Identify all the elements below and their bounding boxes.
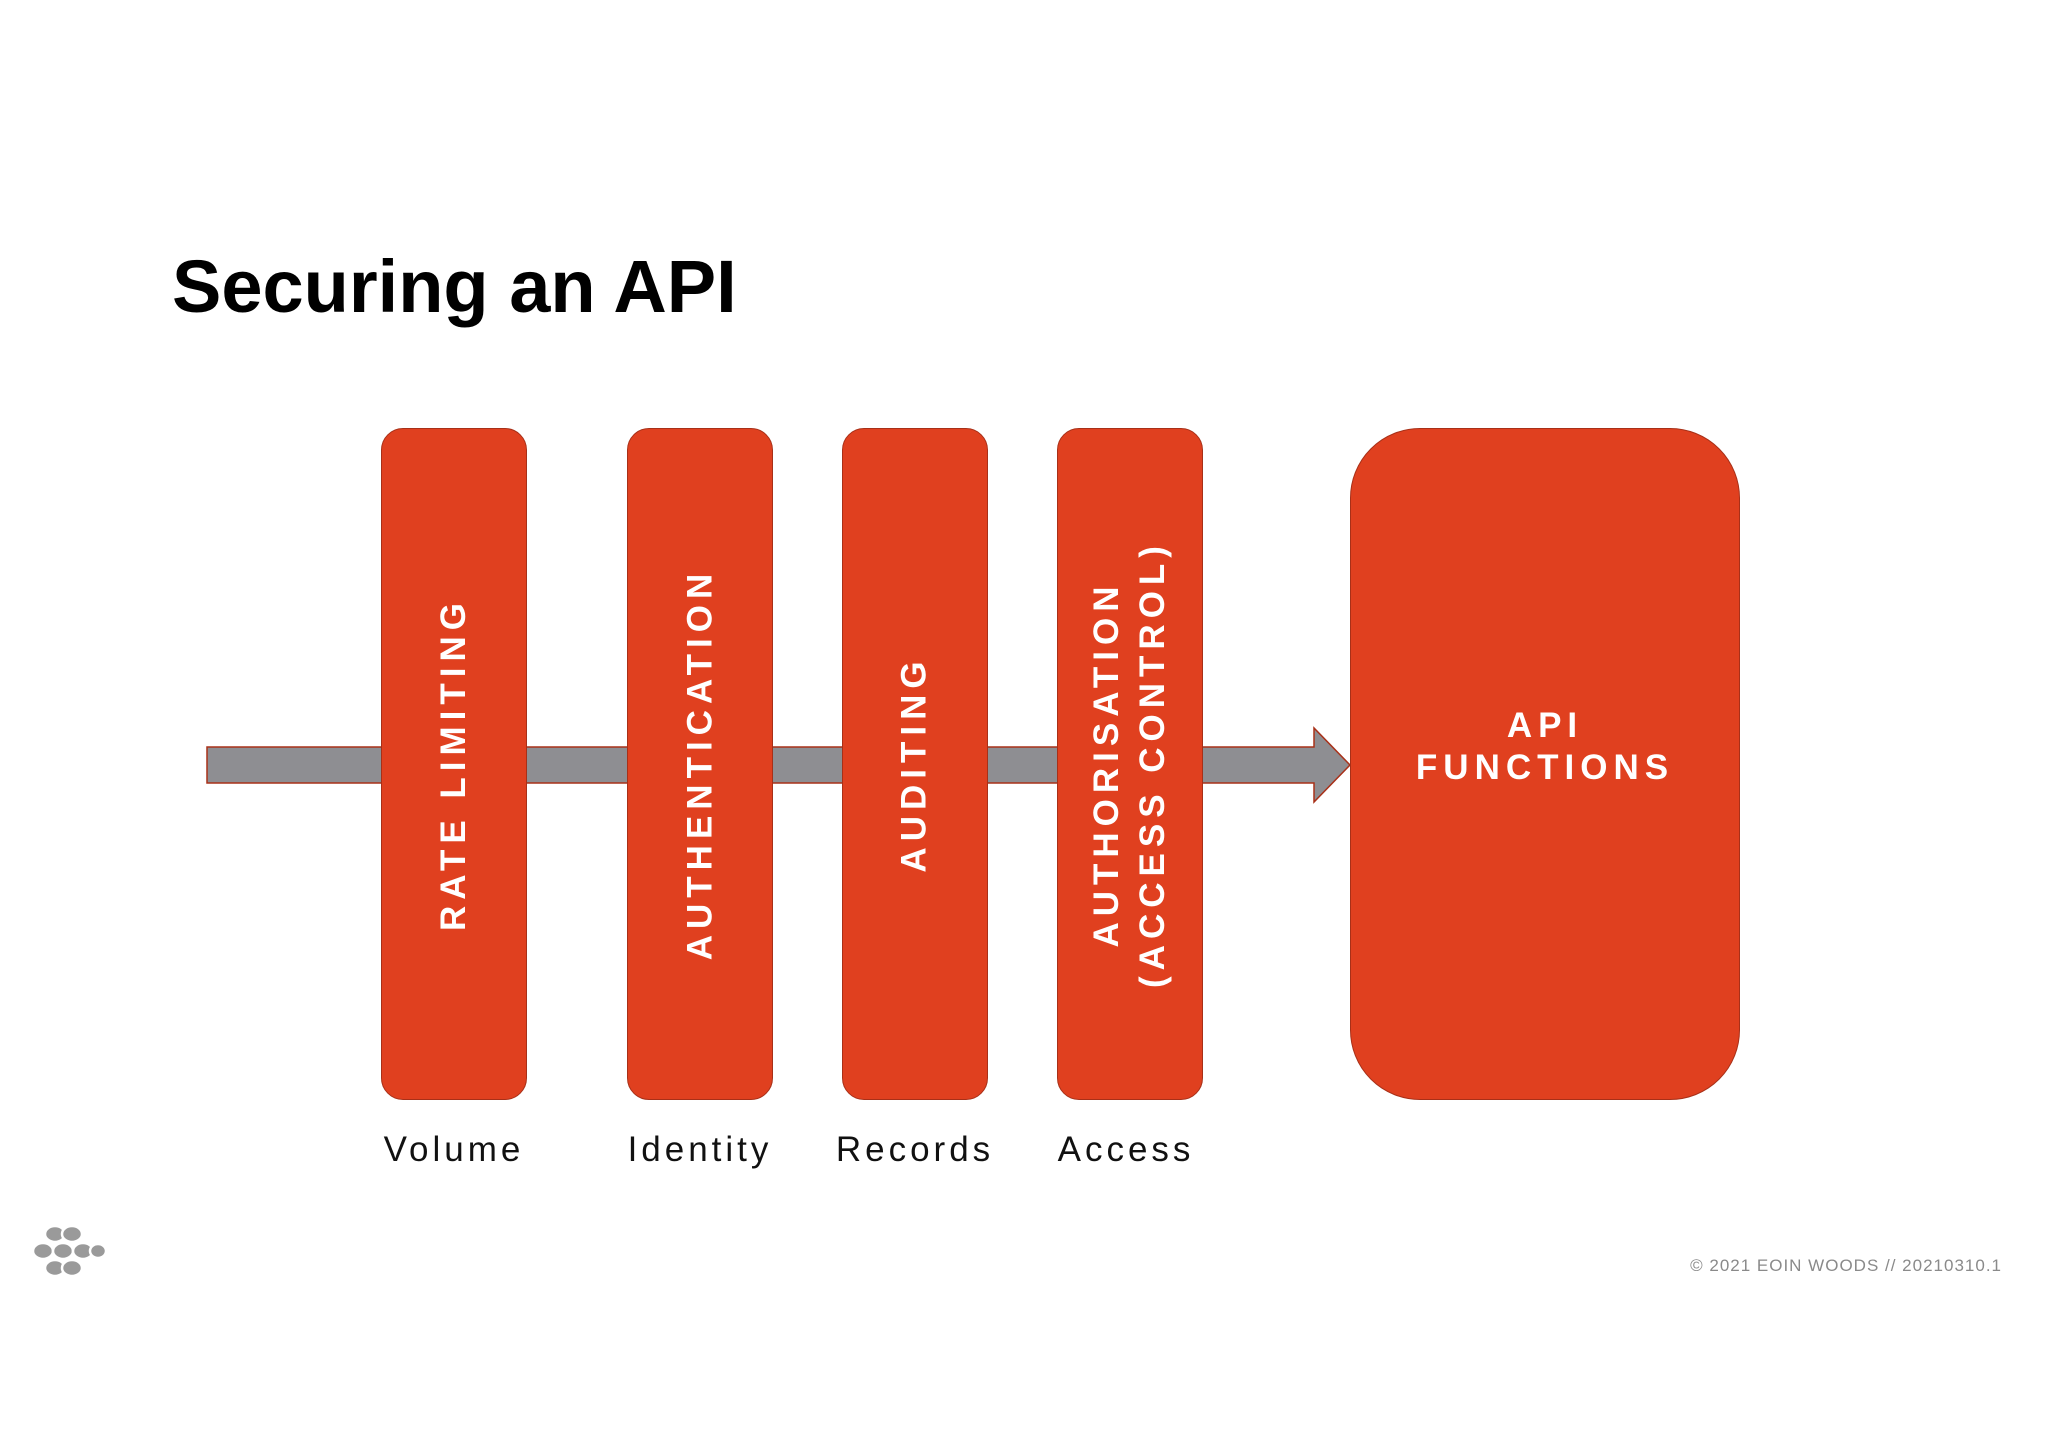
layer-auditing-label: AUDITING	[895, 655, 934, 873]
copyright-notice: © 2021 EOIN WOODS // 20210310.1	[1690, 1256, 2002, 1275]
cluster-logo-icon	[31, 1224, 108, 1278]
purpose-identity: Identity	[627, 1130, 773, 1169]
layer-authentication-label: AUTHENTICATION	[680, 567, 719, 961]
layer-rate-limiting-label: RATE LIMITING	[434, 597, 473, 931]
purpose-records: Records	[835, 1130, 995, 1169]
layer-authorisation-label: AUTHORISATION (ACCESS CONTROL)	[1087, 540, 1172, 988]
layer-authorisation: AUTHORISATION (ACCESS CONTROL)	[1057, 428, 1203, 1100]
purpose-access: Access	[1057, 1130, 1195, 1169]
api-functions-label: API FUNCTIONS	[1415, 706, 1675, 787]
layer-auditing: AUDITING	[842, 428, 988, 1100]
layer-authentication: AUTHENTICATION	[627, 428, 773, 1100]
purpose-volume: Volume	[383, 1130, 525, 1169]
layer-rate-limiting: RATE LIMITING	[381, 428, 527, 1100]
slide-title: Securing an API	[172, 245, 737, 328]
api-functions-box: API FUNCTIONS	[1350, 428, 1740, 1100]
